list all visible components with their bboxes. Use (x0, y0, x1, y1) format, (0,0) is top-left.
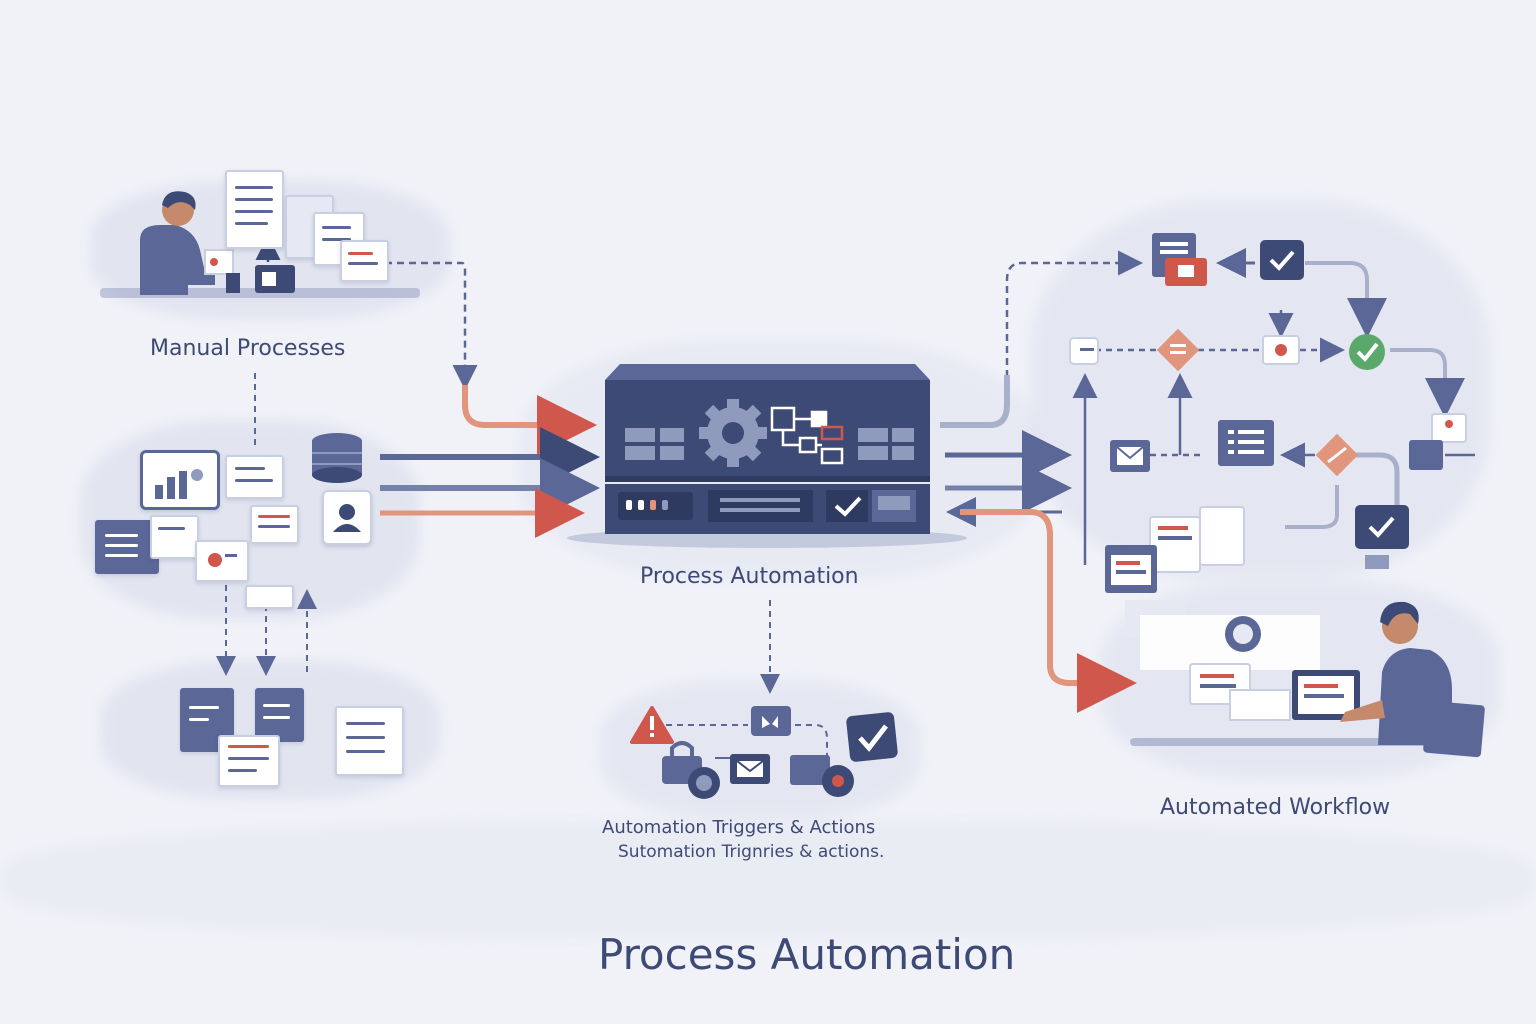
user-profile-icon (322, 490, 372, 545)
chart-window-icon (140, 450, 220, 510)
flowchart-icon (770, 406, 844, 465)
decision-diamond-icon (1315, 433, 1359, 477)
page-title: Process Automation (598, 930, 1016, 979)
process-automation-label: Process Automation (640, 564, 859, 589)
triggers-label-line2: Sutomation Trignries & actions. (618, 842, 885, 862)
chat-icon (751, 706, 791, 736)
check-icon (1349, 334, 1385, 370)
check-icon (1260, 240, 1304, 280)
manual-processes-label: Manual Processes (150, 336, 346, 361)
check-icon (834, 496, 862, 517)
arrow-manual-to-hub-red (462, 385, 597, 455)
decision-diamond-icon (1156, 328, 1200, 372)
check-icon (1355, 505, 1409, 549)
triggers-label-line1: Automation Triggers & Actions (602, 817, 876, 838)
arrow-manual-to-hub (385, 261, 478, 390)
database-icon (310, 432, 365, 484)
check-icon (846, 712, 898, 762)
warning-icon (630, 706, 674, 744)
list-icon (1218, 420, 1274, 466)
chat-icon (1069, 337, 1099, 365)
automated-workflow-label: Automated Workflow (1160, 795, 1391, 820)
mail-icon (1110, 440, 1150, 472)
arrow-hub-to-person-red (960, 509, 1137, 713)
mail-icon (730, 754, 770, 784)
camera-icon (688, 767, 720, 799)
